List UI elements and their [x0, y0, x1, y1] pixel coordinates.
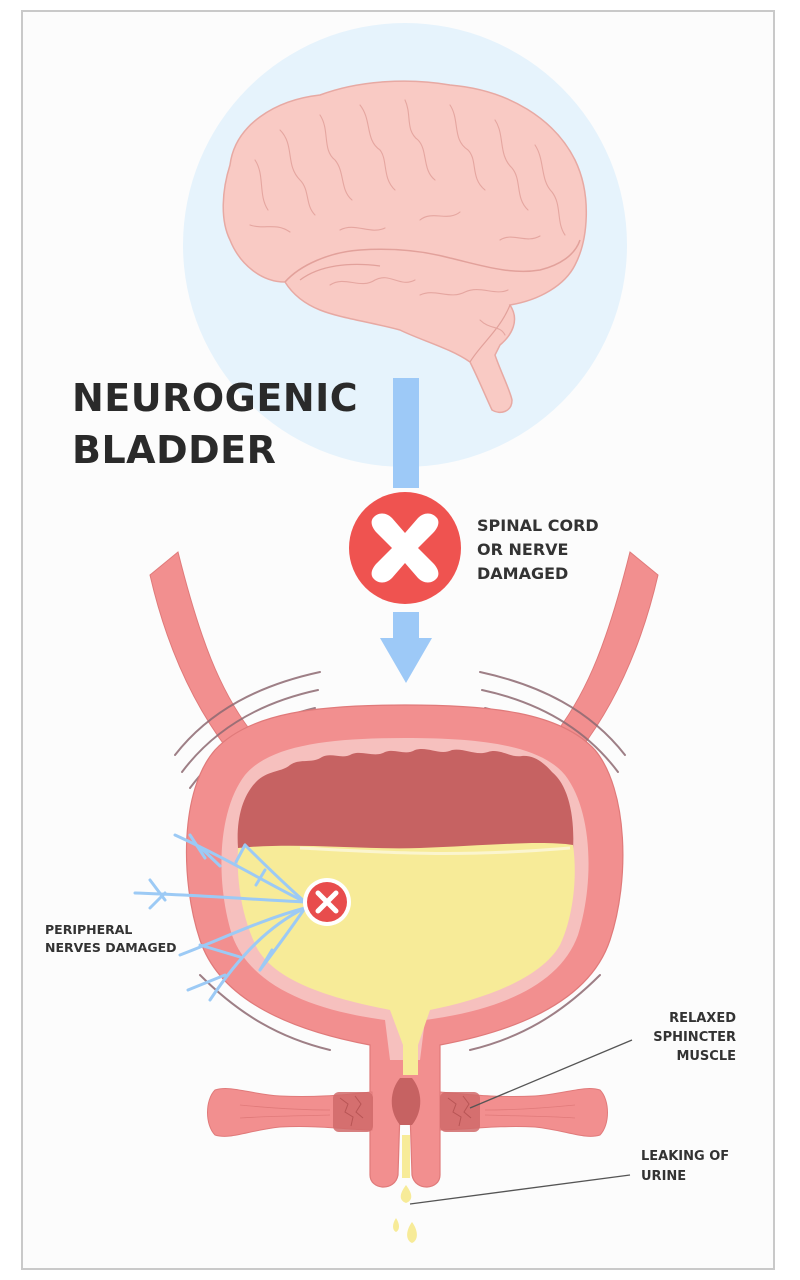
sphincter-muscle — [207, 1078, 608, 1137]
page-title: NEUROGENIC BLADDER — [72, 372, 358, 476]
signal-arrow-shaft — [393, 378, 419, 488]
label-leaking-of-urine: LEAKING OF URINE — [641, 1147, 729, 1187]
x-circle-icon — [303, 878, 351, 926]
label-spinal-cord-damaged: SPINAL CORD OR NERVE DAMAGED — [477, 514, 599, 586]
label-line: PERIPHERAL — [45, 922, 133, 937]
label-line: LEAKING OF — [641, 1149, 730, 1164]
label-line: DAMAGED — [477, 564, 569, 583]
arrow-down-icon — [380, 612, 432, 683]
label-line: SPINAL CORD — [477, 516, 599, 535]
bladder-cavity — [237, 749, 574, 850]
urine-drops — [393, 1135, 417, 1243]
label-line: URINE — [641, 1169, 687, 1184]
label-line: RELAXED — [669, 1011, 736, 1026]
label-pointer-lines — [409, 1039, 633, 1205]
label-peripheral-nerves-damaged: PERIPHERAL NERVES DAMAGED — [45, 921, 177, 957]
urine — [237, 843, 575, 1075]
peripheral-nerves — [133, 833, 307, 1002]
title-line-2: BLADDER — [72, 428, 277, 472]
label-relaxed-sphincter-muscle: RELAXED SPHINCTER MUSCLE — [620, 1009, 736, 1066]
label-line: MUSCLE — [676, 1049, 736, 1064]
label-line: OR NERVE — [477, 540, 569, 559]
label-line: SPHINCTER — [653, 1030, 736, 1045]
brain-icon — [222, 80, 588, 413]
x-circle-icon — [349, 492, 461, 604]
label-line: NERVES DAMAGED — [45, 940, 177, 955]
title-line-1: NEUROGENIC — [72, 376, 359, 420]
urine-highlight — [299, 846, 571, 855]
